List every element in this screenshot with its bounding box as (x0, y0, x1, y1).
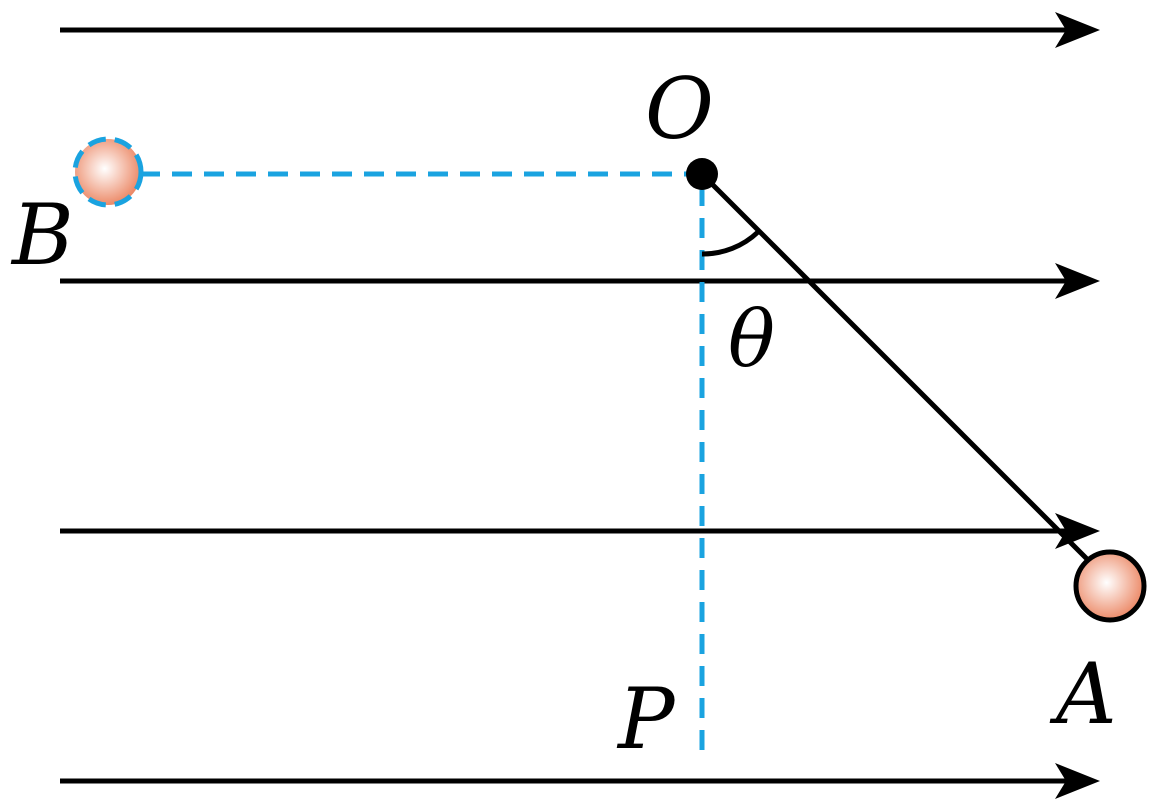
ball-b (72, 136, 144, 208)
field-line-2 (60, 263, 1100, 299)
label-b: B (10, 186, 74, 284)
ball-a (1073, 549, 1147, 623)
label-p: P (616, 670, 676, 768)
label-a: A (1049, 645, 1117, 743)
label-theta: θ (728, 295, 775, 385)
field-line-4 (60, 763, 1100, 799)
pivot-point (686, 158, 718, 190)
string (700, 172, 1098, 570)
field-line-1 (60, 12, 1100, 48)
field-line-3 (60, 513, 1100, 549)
angle-arc (701, 230, 760, 257)
field-lines (60, 12, 1100, 799)
label-o: O (645, 60, 714, 158)
